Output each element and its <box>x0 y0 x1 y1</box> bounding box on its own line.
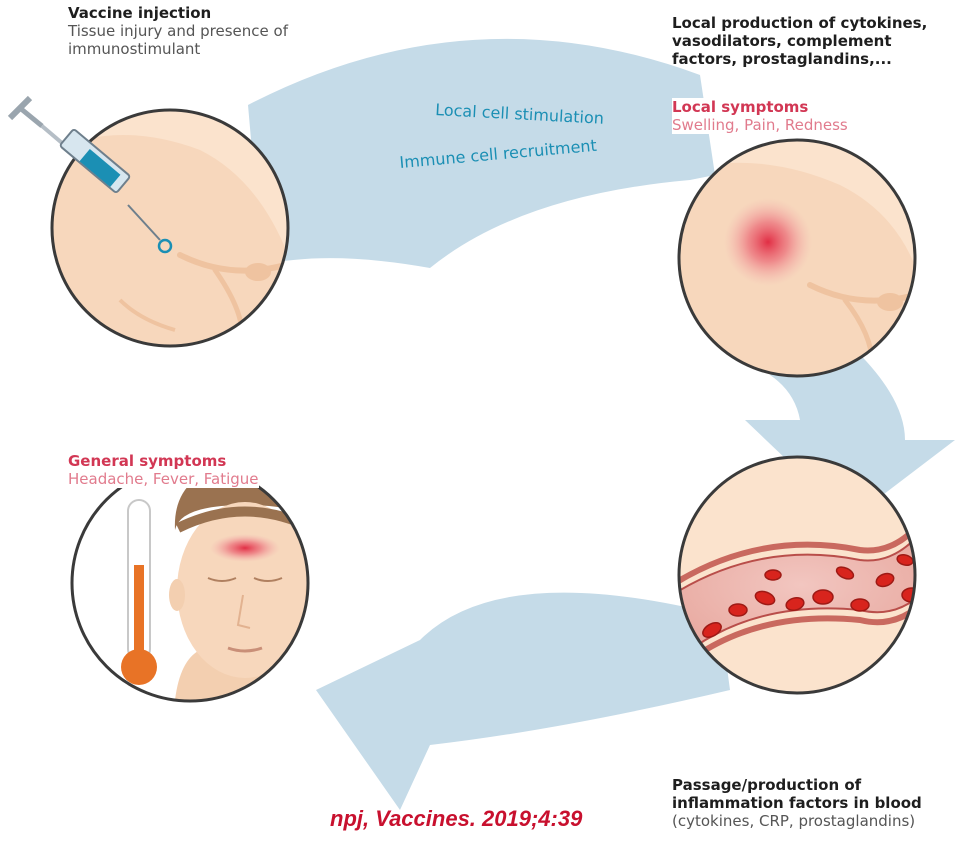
local-production-line2: vasodilators, complement <box>672 32 927 50</box>
blood-block: Passage/production of inflammation facto… <box>672 776 922 830</box>
general-symptoms-title: General symptoms <box>68 452 259 470</box>
general-symptoms-block: General symptoms Headache, Fever, Fatigu… <box>68 452 259 488</box>
injection-title: Vaccine injection <box>68 4 288 22</box>
local-symptoms-title: Local symptoms <box>672 98 848 116</box>
general-symptoms-desc: Headache, Fever, Fatigue <box>68 470 259 488</box>
local-production-line3: factors, prostaglandins,... <box>672 50 927 68</box>
blood-line2: inflammation factors in blood <box>672 794 922 812</box>
injection-desc-line1: Tissue injury and presence of <box>68 22 288 40</box>
local-symptoms-block: Local symptoms Swelling, Pain, Redness <box>672 98 848 134</box>
blood-line1: Passage/production of <box>672 776 922 794</box>
local-production-block: Local production of cytokines, vasodilat… <box>672 14 927 68</box>
blood-line3: (cytokines, CRP, prostaglandins) <box>672 812 922 830</box>
injection-block: Vaccine injection Tissue injury and pres… <box>68 4 288 58</box>
local-production-line1: Local production of cytokines, <box>672 14 927 32</box>
local-symptoms-desc: Swelling, Pain, Redness <box>672 116 848 134</box>
general-symptoms-scene <box>72 462 321 701</box>
blood-vessel-scene <box>672 457 930 693</box>
local-symptoms-scene <box>679 140 920 380</box>
citation: npj, Vaccines. 2019;4:39 <box>330 806 582 832</box>
injection-desc-line2: immunostimulant <box>68 40 288 58</box>
inflammation-spot <box>724 198 812 286</box>
arrow-bottom <box>316 593 730 810</box>
